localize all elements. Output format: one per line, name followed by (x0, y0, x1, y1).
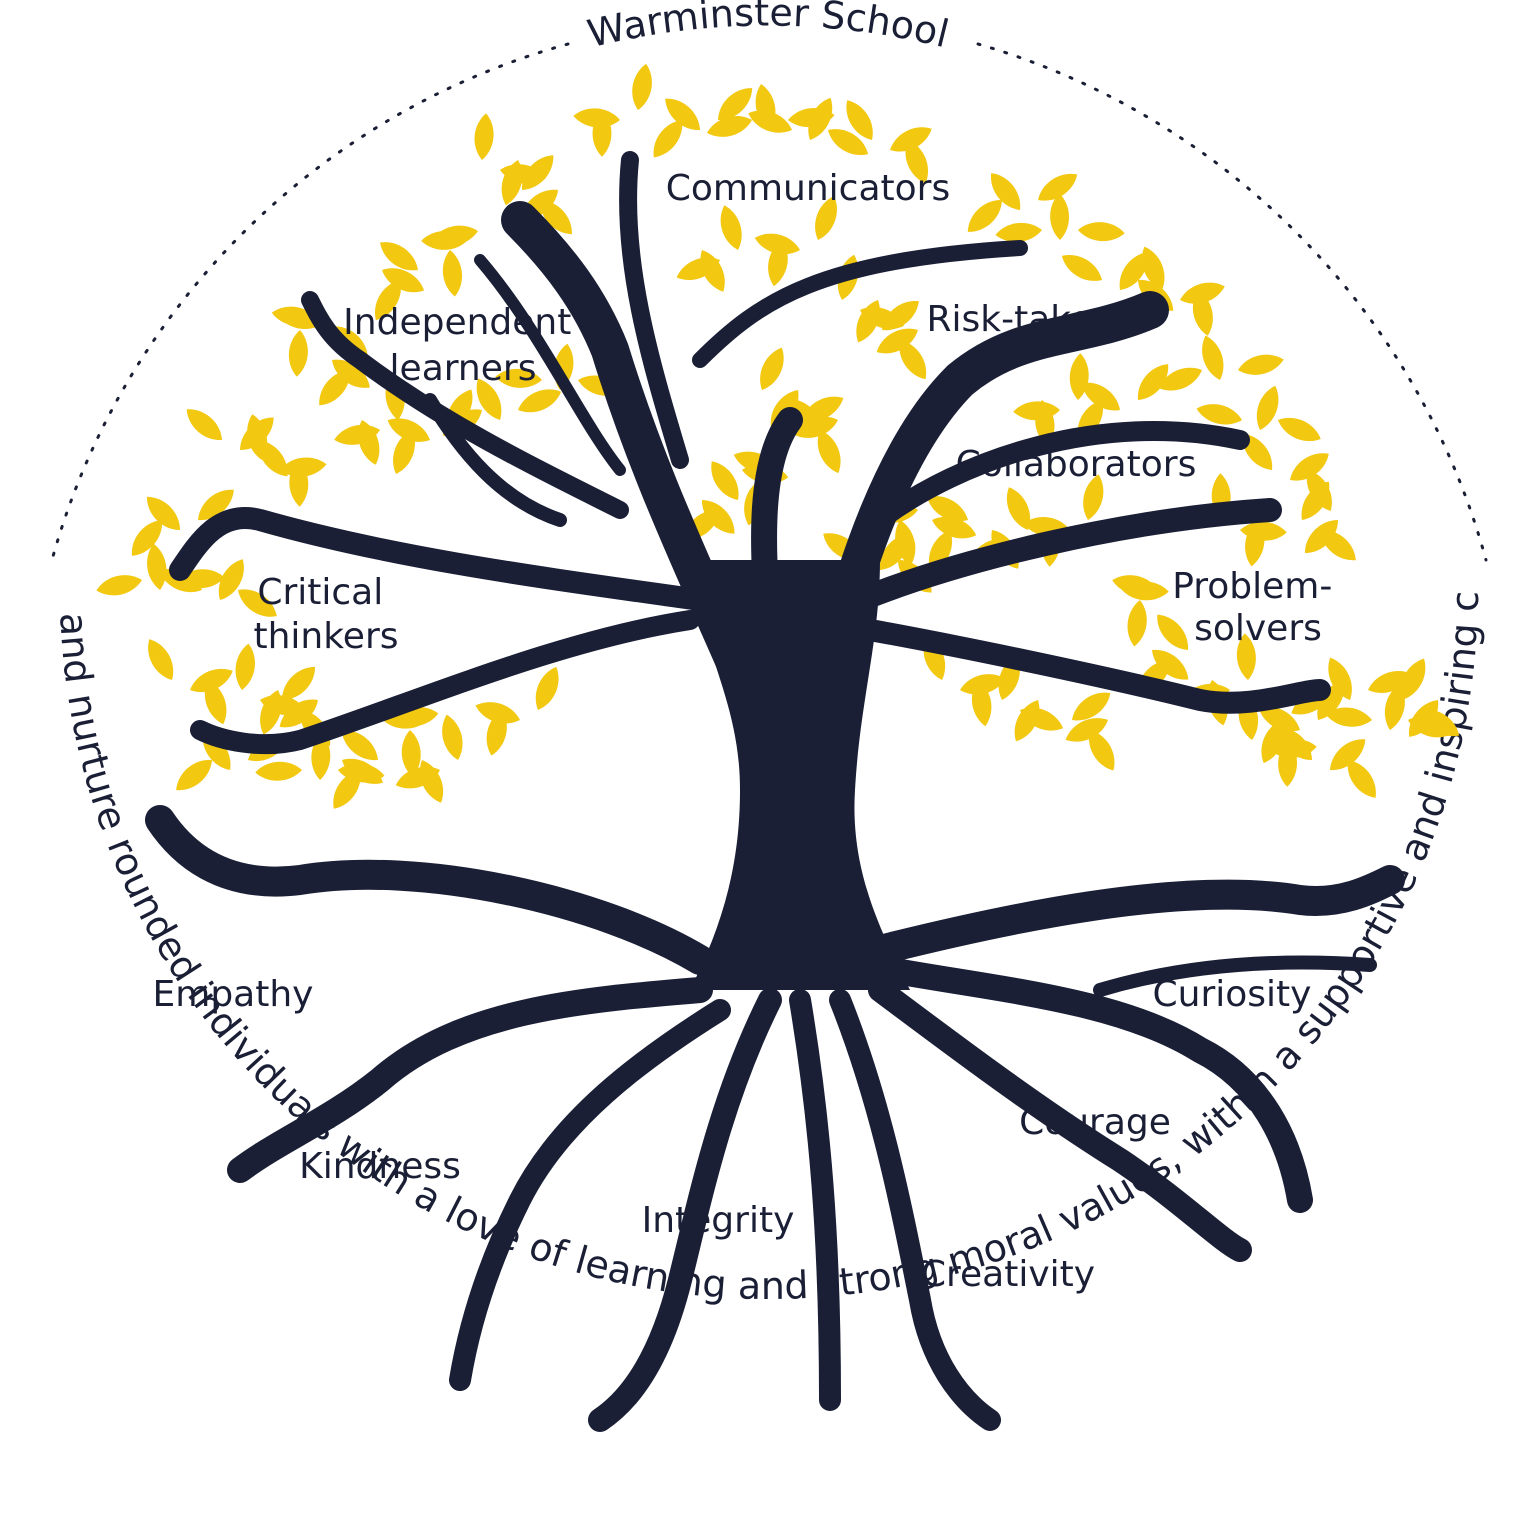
leaf-icon (703, 455, 746, 506)
branch-main-left (501, 201, 779, 739)
root-labels: Empathy Curiosity Courage Kindness Integ… (153, 974, 1312, 1295)
leaf-icon (1124, 598, 1150, 648)
branch-left-b (190, 610, 700, 755)
label-risk-takers: Risk-takers (926, 299, 1125, 340)
tree-trunk-icon (145, 151, 1405, 1432)
root-right-c (1093, 955, 1377, 997)
title-text: Warminster School (583, 0, 953, 56)
root-left-b (449, 999, 731, 1391)
label-problem-solvers: Problem- solvers (1172, 566, 1344, 649)
leaf-icon (1077, 220, 1126, 243)
leaf-icon (572, 106, 621, 130)
label-independent-learners: Independent learners (343, 302, 583, 389)
leaf-icon (440, 249, 465, 298)
leaf-icon (170, 752, 219, 798)
root-left-a (227, 977, 713, 1183)
label-communicators: Communicators (666, 168, 950, 209)
label-creativity: Creativity (921, 1254, 1095, 1295)
title-path: Warminster School (583, 0, 953, 56)
branch-top-center (619, 151, 689, 469)
leaf-icon (1150, 608, 1196, 657)
label-communicators-line1: Communicators (666, 168, 950, 209)
label-problem-line1: Problem- (1172, 566, 1332, 607)
root-right-b (877, 957, 1313, 1213)
branch-right-b (848, 498, 1282, 612)
branch-left-e (474, 254, 626, 476)
label-collaborators: Collaborators (956, 444, 1197, 485)
label-empathy: Empathy (153, 974, 314, 1015)
label-independent-line2: learners (390, 348, 537, 389)
root-right-a (868, 978, 1252, 1262)
leaf-icon (529, 663, 565, 714)
leaf-icon (94, 570, 145, 600)
branch-right-c (859, 619, 1331, 714)
root-center (789, 989, 841, 1411)
label-courage: Courage (1019, 1102, 1171, 1143)
branch-labels: Communicators Independent learners Risk-… (253, 168, 1344, 657)
branch-left-c (301, 291, 629, 519)
label-risk-takers-line1: Risk-takers (926, 299, 1125, 340)
label-critical-line2: thinkers (253, 616, 398, 657)
leaf-icon (437, 712, 468, 763)
leaf-icon (472, 112, 496, 161)
root-center-left (588, 988, 782, 1432)
label-integrity: Integrity (642, 1200, 795, 1241)
label-collaborators-line1: Collaborators (956, 444, 1197, 485)
label-curiosity: Curiosity (1153, 974, 1312, 1015)
label-kindness: Kindness (299, 1146, 461, 1187)
leaf-icon (254, 760, 303, 782)
leaf-icon (1196, 332, 1229, 383)
root-far-left (145, 805, 715, 975)
branch-center (751, 407, 803, 653)
leaf-icon (753, 343, 791, 394)
label-critical-thinkers: Critical thinkers (253, 572, 398, 657)
leaf-icon (1251, 382, 1285, 434)
label-problem-line2: solvers (1194, 608, 1322, 649)
label-independent-line1: Independent (343, 302, 571, 343)
leaf-icon (287, 329, 310, 378)
branch-left-d (423, 393, 567, 527)
leaf-icon (715, 202, 748, 253)
leaf-icon (180, 402, 229, 448)
leaf-icon (628, 62, 656, 112)
root-far-right (865, 865, 1405, 965)
leaf-icon (1235, 350, 1286, 380)
root-center-right (829, 989, 1001, 1431)
branch-left-a (169, 507, 711, 611)
label-critical-line1: Critical (257, 572, 383, 613)
branch-top-right (692, 240, 1028, 368)
leaf-icon (1274, 411, 1325, 448)
branch-right-a (870, 421, 1250, 530)
leaf-icon (1057, 247, 1107, 289)
dotted-ring (50, 42, 1488, 562)
leaf-icon (141, 634, 181, 685)
leaf-icon (1049, 193, 1070, 241)
